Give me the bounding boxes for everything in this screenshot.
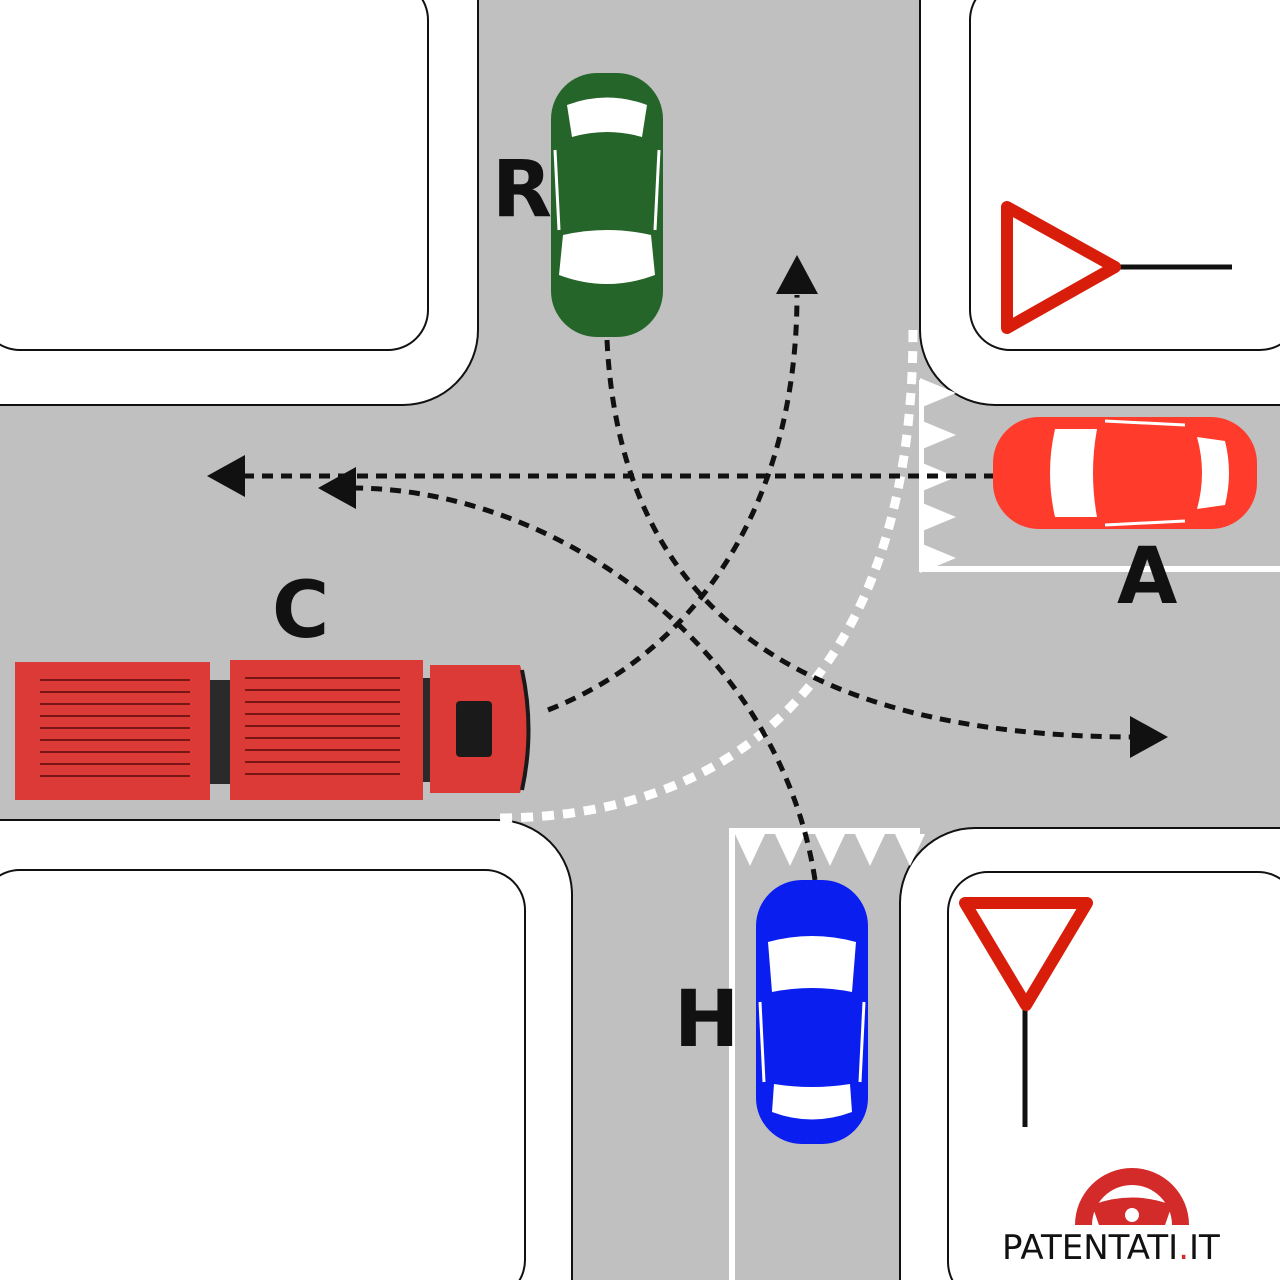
- logo-text: PATENTATI: [1002, 1228, 1178, 1268]
- car-H[interactable]: [756, 880, 868, 1144]
- svg-text:PATENTATI.IT: PATENTATI.IT: [1002, 1228, 1220, 1268]
- logo-tld: IT: [1189, 1228, 1220, 1268]
- block-bottom-left: [0, 870, 525, 1280]
- label-R: R: [492, 145, 552, 235]
- car-A[interactable]: [993, 417, 1257, 529]
- truck-C[interactable]: [15, 660, 530, 800]
- label-H: H: [674, 975, 739, 1065]
- car-R[interactable]: [551, 73, 663, 337]
- block-top-left: [0, 0, 428, 350]
- label-A: A: [1117, 532, 1177, 622]
- label-C: C: [272, 566, 329, 656]
- logo-dot: .: [1178, 1228, 1189, 1268]
